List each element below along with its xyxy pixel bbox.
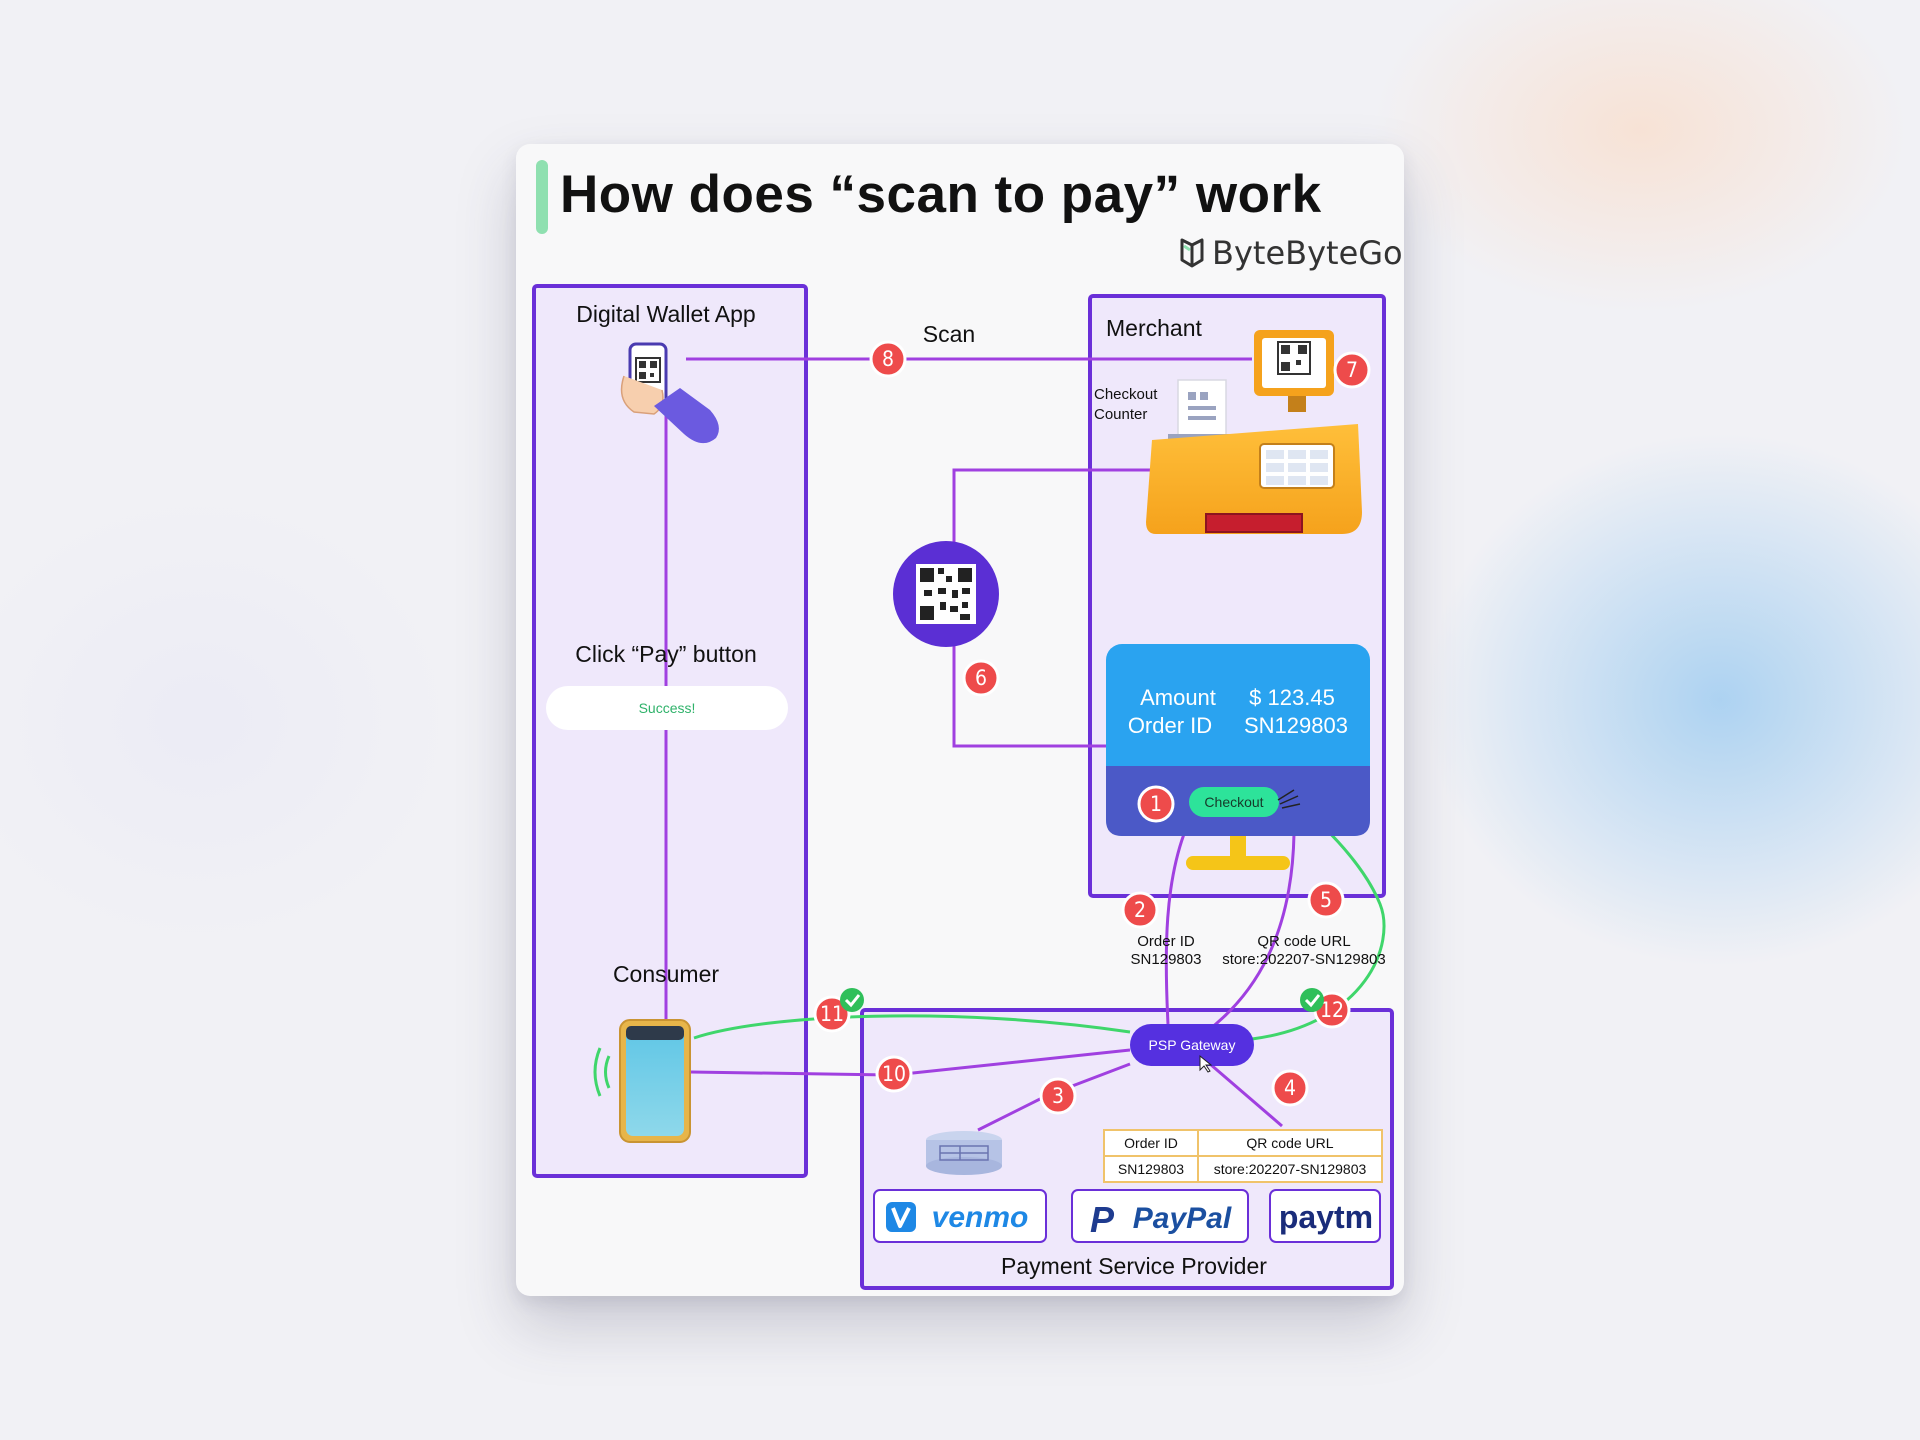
paypal-logo-icon: P xyxy=(1090,1199,1115,1240)
step-badge-12: 12 xyxy=(1313,991,1351,1029)
table-col1-value: SN129803 xyxy=(1118,1161,1184,1177)
flow-order-id-value: SN129803 xyxy=(1131,951,1202,968)
consumer-phone-icon xyxy=(619,1019,691,1143)
nfc-wave-icon xyxy=(593,1047,611,1097)
svg-text:2: 2 xyxy=(1134,898,1146,922)
svg-text:12: 12 xyxy=(1320,998,1344,1022)
digital-wallet-panel xyxy=(532,284,808,1178)
merchant-header: Merchant xyxy=(1106,315,1202,341)
step-badge-5: 5 xyxy=(1307,881,1345,919)
order-id-value: SN129803 xyxy=(1244,713,1348,738)
table-col2-value: store:202207-SN129803 xyxy=(1214,1161,1367,1177)
step-badge-1: 1 xyxy=(1137,785,1175,823)
wallet-header: Digital Wallet App xyxy=(576,301,755,327)
svg-text:7: 7 xyxy=(1346,358,1358,382)
venmo-card xyxy=(873,1189,1047,1243)
page-title: How does “scan to pay” work xyxy=(560,165,1322,224)
step-5-line xyxy=(1205,833,1296,1034)
success-pill xyxy=(546,686,788,730)
consumer-label: Consumer xyxy=(613,961,719,987)
step-badge-8: 8 xyxy=(869,340,907,378)
checkout-counter-label-2: Counter xyxy=(1094,406,1147,423)
success-text: Success! xyxy=(639,700,696,716)
step-badge-10: 10 xyxy=(875,1055,913,1093)
cash-register-icon xyxy=(1146,330,1362,534)
svg-text:10: 10 xyxy=(882,1062,906,1086)
svg-text:8: 8 xyxy=(882,347,894,371)
cursor-icon xyxy=(1199,1054,1213,1073)
qr-code-icon xyxy=(893,541,999,647)
paypal-card xyxy=(1071,1189,1249,1243)
table-col1-header: Order ID xyxy=(1124,1135,1178,1151)
checkout-button[interactable] xyxy=(1189,787,1279,817)
flow-qr-url-value: store:202207-SN129803 xyxy=(1222,951,1385,968)
svg-text:6: 6 xyxy=(975,666,987,690)
svg-text:11: 11 xyxy=(820,1002,844,1026)
step-badge-6: 6 xyxy=(962,659,1000,697)
psp-gateway-label: PSP Gateway xyxy=(1149,1037,1236,1053)
amount-label: Amount xyxy=(1140,685,1216,710)
flow-qr-url-label: QR code URL xyxy=(1257,933,1350,950)
step-11-success-line xyxy=(693,1014,1131,1040)
amount-value: $ 123.45 xyxy=(1249,685,1335,710)
step-2-line xyxy=(1164,833,1186,1025)
step-badge-4: 4 xyxy=(1271,1069,1309,1107)
database-icon xyxy=(926,1131,1002,1175)
svg-text:5: 5 xyxy=(1320,888,1332,912)
bytebytego-logo-icon xyxy=(1180,238,1204,268)
brand-logo: ByteByteGo xyxy=(1178,234,1403,272)
order-id-label: Order ID xyxy=(1128,713,1212,738)
title-accent-bar xyxy=(536,160,548,234)
hand-phone-icon xyxy=(620,342,719,444)
scan-label: Scan xyxy=(923,321,975,347)
step-badge-11: 11 xyxy=(813,995,851,1033)
step-badge-2: 2 xyxy=(1121,891,1159,929)
diagram-card: How does “scan to pay” work ByteByteGo xyxy=(516,144,1404,1296)
check-icon-12 xyxy=(1300,988,1324,1012)
paytm-wordmark: paytm xyxy=(1279,1199,1373,1235)
step-badge-3: 3 xyxy=(1039,1077,1077,1115)
step-4-line xyxy=(1209,1062,1283,1128)
svg-text:3: 3 xyxy=(1052,1084,1064,1108)
table-col2-header: QR code URL xyxy=(1246,1135,1333,1151)
paypal-wordmark: PayPal xyxy=(1133,1202,1232,1235)
mapping-table xyxy=(1103,1129,1383,1183)
venmo-wordmark: venmo xyxy=(932,1201,1029,1234)
step-badge-7: 7 xyxy=(1333,351,1371,389)
flow-order-id-label: Order ID xyxy=(1137,933,1195,950)
paytm-card xyxy=(1269,1189,1381,1243)
svg-text:4: 4 xyxy=(1284,1076,1296,1100)
psp-footer: Payment Service Provider xyxy=(1001,1253,1267,1279)
click-mark-icon xyxy=(1277,789,1301,809)
svg-text:1: 1 xyxy=(1150,792,1162,816)
flow-diagram: Digital Wallet App Click “Pay” button Su… xyxy=(532,284,1394,1290)
checkout-counter-label-1: Checkout xyxy=(1094,386,1158,403)
check-icon-11 xyxy=(840,988,864,1012)
checkout-button-label: Checkout xyxy=(1204,794,1263,810)
click-pay-label: Click “Pay” button xyxy=(575,641,757,667)
psp-gateway xyxy=(1130,1024,1254,1066)
brand-name: ByteByteGo xyxy=(1212,234,1403,272)
